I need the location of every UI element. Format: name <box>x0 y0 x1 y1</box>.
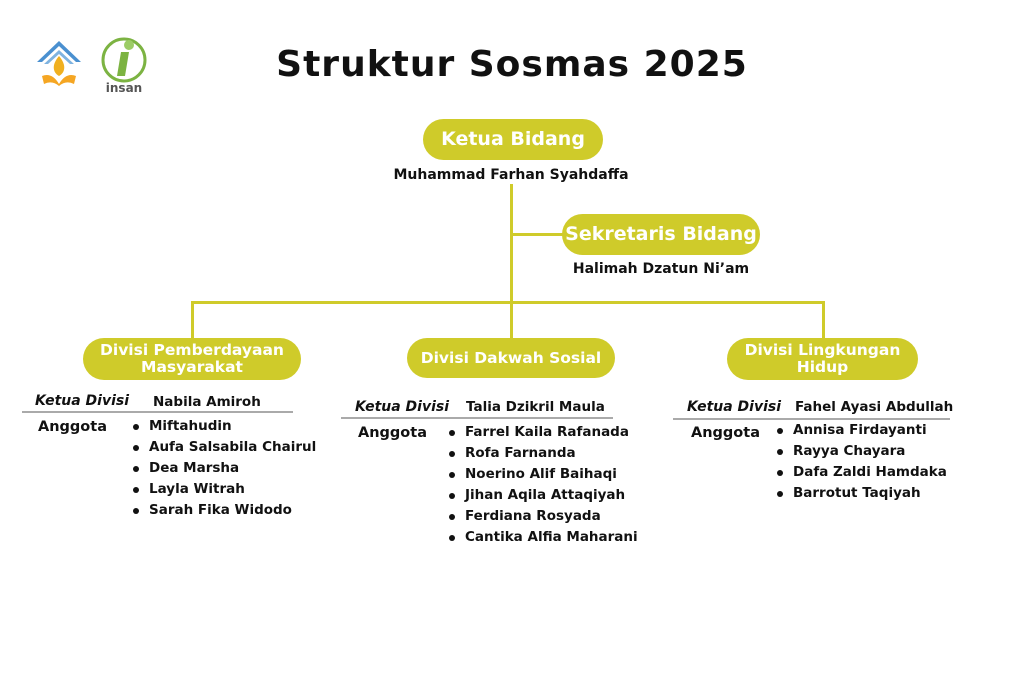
connector-sekretaris <box>510 233 564 236</box>
list-item: Cantika Alfia Maharani <box>449 527 638 548</box>
insani-logo: insan <box>101 37 147 95</box>
list-item: Farrel Kaila Rafanada <box>449 422 638 443</box>
ketua-divisi-label: Ketua Divisi <box>35 393 130 409</box>
list-item: Rofa Farnanda <box>449 443 638 464</box>
division-pill-dakwah: Divisi Dakwah Sosial <box>407 338 615 378</box>
ketua-divisi-name: Nabila Amiroh <box>153 394 261 410</box>
ketua-divisi-label: Ketua Divisi <box>355 399 450 415</box>
ketua-bidang-name: Muhammad Farhan Syahdaffa <box>393 167 629 183</box>
division-pill-pemberdayaan: Divisi Pemberdayaan Masyarakat <box>83 338 301 380</box>
ketua-bidang-pill: Ketua Bidang <box>423 119 603 160</box>
sekretaris-bidang-pill: Sekretaris Bidang <box>562 214 760 255</box>
divider <box>673 418 950 420</box>
division-pill-lingkungan: Divisi Lingkungan Hidup <box>727 338 918 380</box>
list-item: Dea Marsha <box>133 458 316 479</box>
ketua-bidang-label: Ketua Bidang <box>441 128 585 150</box>
anggota-label: Anggota <box>358 425 427 441</box>
list-item: Annisa Firdayanti <box>777 420 947 441</box>
list-item: Rayya Chayara <box>777 441 947 462</box>
division-label-line1: Divisi Pemberdayaan <box>100 341 284 359</box>
connector-horizontal <box>191 301 825 304</box>
member-list: Miftahudin Aufa Salsabila Chairul Dea Ma… <box>133 416 316 521</box>
list-item: Noerino Alif Baihaqi <box>449 464 638 485</box>
ketua-divisi-name: Fahel Ayasi Abdullah <box>795 399 954 415</box>
division-label-line2: Masyarakat <box>141 358 243 376</box>
page-title: Struktur Sosmas 2025 <box>276 44 748 85</box>
divider <box>341 417 613 419</box>
ketua-divisi-label: Ketua Divisi <box>687 399 782 415</box>
division-label-line2: Hidup <box>796 358 849 376</box>
connector-div3 <box>822 301 825 339</box>
connector-div1 <box>191 301 194 339</box>
list-item: Sarah Fika Widodo <box>133 500 316 521</box>
anggota-label: Anggota <box>691 425 760 441</box>
list-item: Barrotut Taqiyah <box>777 483 947 504</box>
sekretaris-bidang-label: Sekretaris Bidang <box>565 223 757 245</box>
list-item: Ferdiana Rosyada <box>449 506 638 527</box>
list-item: Jihan Aqila Attaqiyah <box>449 485 638 506</box>
divider <box>22 411 293 413</box>
sekretaris-bidang-name: Halimah Dzatun Ni’am <box>572 261 750 277</box>
list-item: Miftahudin <box>133 416 316 437</box>
division-label-line1: Divisi Lingkungan <box>744 341 901 359</box>
institution-logo <box>37 41 81 86</box>
list-item: Aufa Salsabila Chairul <box>133 437 316 458</box>
svg-text:insan: insan <box>106 81 142 95</box>
list-item: Dafa Zaldi Hamdaka <box>777 462 947 483</box>
member-list: Farrel Kaila Rafanada Rofa Farnanda Noer… <box>449 422 638 548</box>
connector-vertical-main <box>510 184 513 340</box>
list-item: Layla Witrah <box>133 479 316 500</box>
division-label-line1: Divisi Dakwah Sosial <box>420 348 602 367</box>
anggota-label: Anggota <box>38 419 107 435</box>
ketua-divisi-name: Talia Dzikril Maula <box>466 399 605 415</box>
member-list: Annisa Firdayanti Rayya Chayara Dafa Zal… <box>777 420 947 504</box>
